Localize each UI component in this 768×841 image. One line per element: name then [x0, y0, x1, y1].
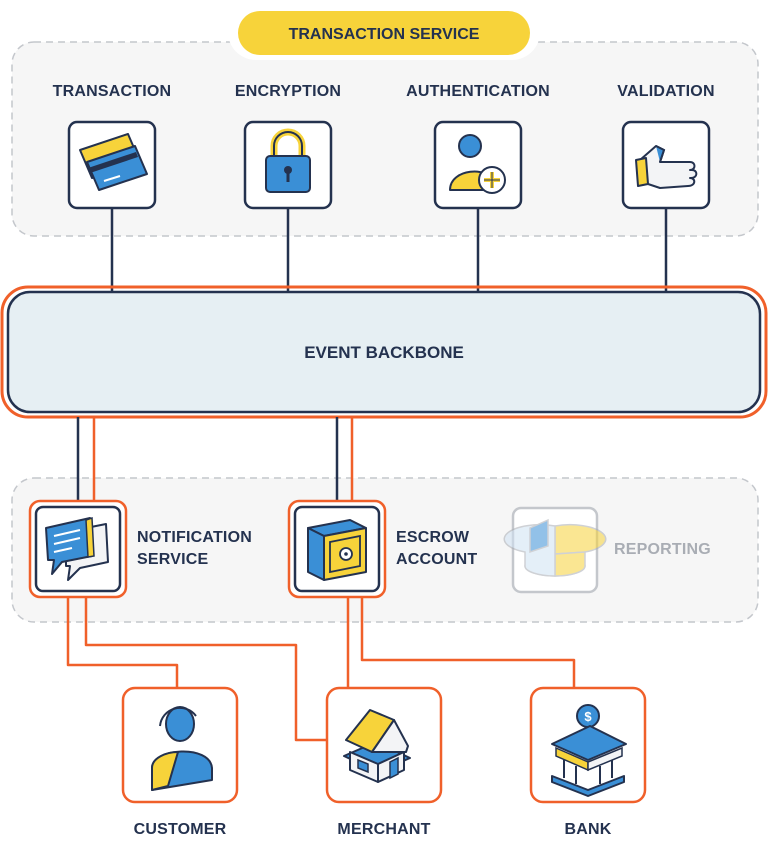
component-label-transaction: TRANSACTION — [53, 83, 172, 100]
escrow-account-label-line1: ESCROW — [396, 529, 470, 546]
component-label-authentication: AUTHENTICATION — [406, 83, 550, 100]
event-backbone: EVENT BACKBONE — [0, 285, 768, 419]
notification-service-box — [28, 499, 128, 599]
reporting-label: REPORTING — [614, 541, 711, 558]
authentication-box — [433, 120, 523, 210]
safe-icon — [307, 519, 367, 581]
component-label-validation: VALIDATION — [617, 83, 714, 100]
notification-service-label-line2: SERVICE — [137, 551, 208, 568]
svg-text:$: $ — [584, 709, 592, 724]
user-add-icon — [449, 134, 506, 194]
backbone-connectors — [76, 417, 354, 508]
chat-bubbles-icon — [45, 516, 109, 581]
credit-cards-icon — [79, 133, 148, 191]
transaction-service-panel: TRANSACTION SERVICE — [11, 4, 759, 237]
padlock-icon — [265, 128, 311, 193]
party-connectors — [66, 597, 576, 742]
bank-box: $ — [529, 686, 647, 804]
person-icon — [151, 706, 213, 791]
bank-icon: $ — [551, 704, 627, 797]
pie-chart-icon — [503, 518, 607, 577]
component-label-encryption: ENCRYPTION — [235, 83, 341, 100]
thumbs-up-icon — [635, 145, 698, 189]
transaction-service-title: TRANSACTION SERVICE — [289, 26, 480, 43]
customer-label: CUSTOMER — [134, 821, 227, 838]
customer-box — [121, 686, 239, 804]
merchant-box — [325, 686, 443, 804]
merchant-label: MERCHANT — [337, 821, 430, 838]
event-backbone-label: EVENT BACKBONE — [304, 343, 464, 362]
transaction-service-pill — [238, 11, 530, 55]
escrow-account-label-line2: ACCOUNT — [396, 551, 477, 568]
transaction-box — [67, 120, 157, 210]
validation-box — [621, 120, 711, 210]
encryption-box — [243, 120, 333, 210]
notification-service-label-line1: NOTIFICATION — [137, 529, 252, 546]
reporting-box — [503, 506, 607, 594]
house-icon — [343, 709, 411, 783]
bank-label: BANK — [564, 821, 611, 838]
escrow-account-box — [287, 499, 387, 599]
top-connectors — [110, 207, 668, 292]
